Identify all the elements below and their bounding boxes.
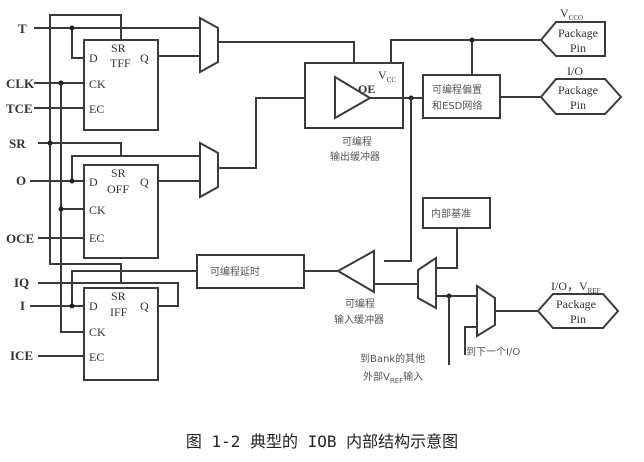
ff-d-label: D: [89, 299, 98, 313]
package-pin-io-vref: I/O，VREF Package Pin: [536, 279, 620, 329]
input-label-i: I: [20, 298, 25, 313]
bias-esd-network: 可编程偏置 和ESD网络: [422, 74, 501, 119]
junction-dot: [58, 206, 64, 212]
package-pin-io: I/O Package Pin: [539, 64, 623, 115]
vcc-wire: [390, 39, 541, 63]
ff-d-label: D: [89, 51, 98, 65]
junction-dot: [47, 140, 53, 146]
flipflop-iff: D SR IFF Q CK EC: [83, 287, 159, 381]
feedback-wire: [384, 98, 412, 262]
bias-esd-label-1: 可编程偏置: [432, 83, 482, 96]
data-out-wire: [218, 97, 335, 169]
input-label-sr: SR: [9, 136, 26, 151]
vcc-label: VCC: [378, 68, 396, 84]
pin-label-2: Pin: [570, 41, 586, 55]
pin-top-label: I/O，VREF: [551, 279, 601, 295]
input-label-t: T: [18, 21, 27, 36]
output-buffer-label-1: 可编程: [342, 135, 372, 148]
ff-q-label: Q: [140, 51, 149, 65]
mux-o: [199, 141, 219, 199]
ff-ck-label: CK: [89, 77, 106, 91]
ff-sr-label: SR: [111, 289, 126, 303]
ff-ck-label: CK: [89, 203, 106, 217]
internal-ref-label: 内部基准: [431, 207, 471, 220]
next-io-wire: [464, 326, 477, 355]
junction-dot: [69, 25, 75, 31]
programmable-output-buffer: OE VCC 可编程 输出缓冲器: [304, 62, 404, 163]
ff-name-label: IFF: [110, 305, 128, 319]
ff-d-label: D: [89, 175, 98, 189]
pin-top-label: I/O: [567, 64, 583, 78]
ff-name-label: OFF: [107, 182, 129, 196]
pin-label-1: Package: [558, 83, 598, 97]
delay-label: 可编程延时: [210, 265, 260, 278]
ref-to-mux-wire: [436, 228, 458, 269]
ff-ck-label: CK: [89, 325, 106, 339]
ff-sr-label: SR: [111, 41, 126, 55]
input-label-iq: IQ: [14, 275, 29, 290]
pin-label-2: Pin: [570, 312, 586, 326]
junction-dot: [58, 80, 64, 86]
pin-top-label: VCCO: [560, 6, 583, 22]
ff-q-label: Q: [140, 175, 149, 189]
junction-dot: [69, 178, 75, 184]
mux-io-vref: [476, 284, 496, 338]
input-label-o: O: [16, 173, 26, 188]
next-io-label: 到下一个I/O: [466, 346, 520, 358]
ff-sr-label: SR: [111, 166, 126, 180]
internal-reference: 内部基准: [422, 197, 491, 229]
flipflop-off: D SR OFF Q CK EC: [83, 164, 159, 259]
input-label-clk: CLK: [6, 76, 35, 91]
programmable-input-buffer: 可编程 输入缓冲器: [334, 249, 384, 326]
mux-vref: [417, 256, 437, 310]
bias-esd-label-2: 和ESD网络: [432, 99, 482, 112]
input-buffer-label-1: 可编程: [345, 297, 375, 310]
mux-t: [199, 16, 219, 74]
figure-caption: 图 1-2 典型的 IOB 内部结构示意图: [185, 432, 459, 451]
left-wiring: [30, 14, 200, 357]
junction-dot: [69, 303, 75, 309]
input-buffer-label-2: 输入缓冲器: [334, 313, 384, 326]
ff-ec-label: EC: [89, 231, 104, 245]
bank-note-label-1: 到Bank的其他: [360, 352, 425, 365]
input-label-oce: OCE: [6, 231, 34, 246]
pin-label-1: Package: [558, 26, 598, 40]
ff-ec-label: EC: [89, 102, 104, 116]
oe-label: OE: [358, 82, 375, 96]
ff-name-label: TFF: [110, 56, 131, 70]
output-buffer-label-2: 输出缓冲器: [330, 150, 380, 163]
flipflop-tff: D SR TFF Q CK EC: [83, 39, 159, 131]
input-label-ice: ICE: [10, 348, 33, 363]
pin-label-1: Package: [556, 297, 596, 311]
ff-q-label: Q: [140, 299, 149, 313]
ff-ec-label: EC: [89, 350, 104, 364]
bank-note-label-2: 外部VREF输入: [363, 370, 423, 385]
programmable-delay: 可编程延时: [196, 254, 305, 289]
package-pin-vcco: VCCO Package Pin: [539, 6, 606, 57]
pin-label-2: Pin: [570, 98, 586, 112]
input-label-tce: TCE: [6, 101, 33, 116]
junction-dot: [469, 37, 475, 43]
